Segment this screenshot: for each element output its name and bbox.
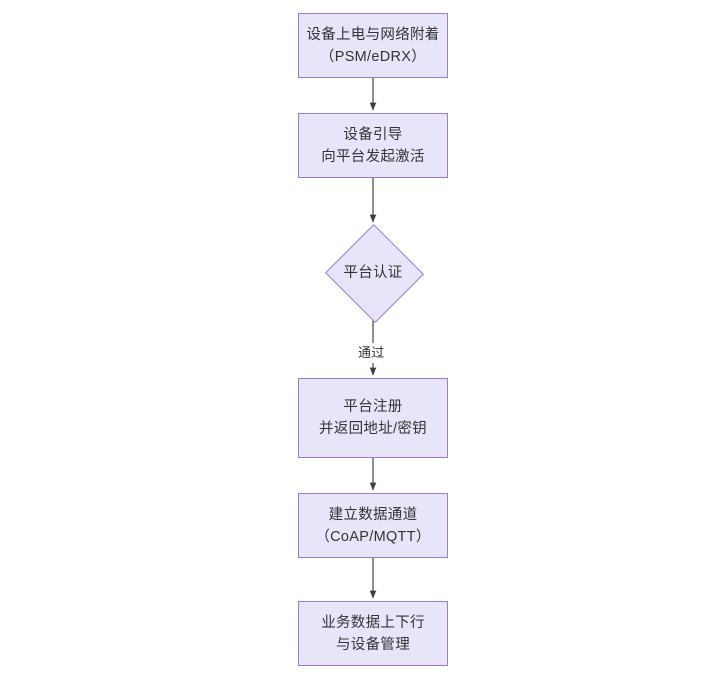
- node-business-data-and-device-mgmt[interactable]: 业务数据上下行 与设备管理: [298, 601, 448, 666]
- node-label-line1: 业务数据上下行: [321, 614, 425, 631]
- node-establish-data-channel[interactable]: 建立数据通道 （CoAP/MQTT）: [298, 493, 448, 558]
- node-label-line2: （PSM/eDRX）: [319, 48, 427, 65]
- node-platform-register[interactable]: 平台注册 并返回地址/密钥: [298, 378, 448, 458]
- node-label-line1: 设备上电与网络附着: [306, 26, 440, 43]
- node-label-line1: 平台认证: [343, 264, 403, 281]
- node-label-line2: 与设备管理: [336, 636, 410, 653]
- node-device-power-on[interactable]: 设备上电与网络附着 （PSM/eDRX）: [298, 13, 448, 78]
- node-label-line2: 向平台发起激活: [321, 148, 425, 165]
- edge-label-pass: 通过: [355, 343, 388, 363]
- node-label-line1: 建立数据通道: [328, 506, 418, 523]
- node-device-bootstrap[interactable]: 设备引导 向平台发起激活: [298, 113, 448, 178]
- node-label-line2: 并返回地址/密钥: [319, 421, 427, 437]
- node-platform-auth-decision[interactable]: 平台认证: [324, 224, 424, 323]
- node-label-line1: 平台注册: [343, 399, 403, 415]
- node-label-line2: （CoAP/MQTT）: [315, 528, 431, 545]
- node-label-line1: 设备引导: [343, 126, 403, 143]
